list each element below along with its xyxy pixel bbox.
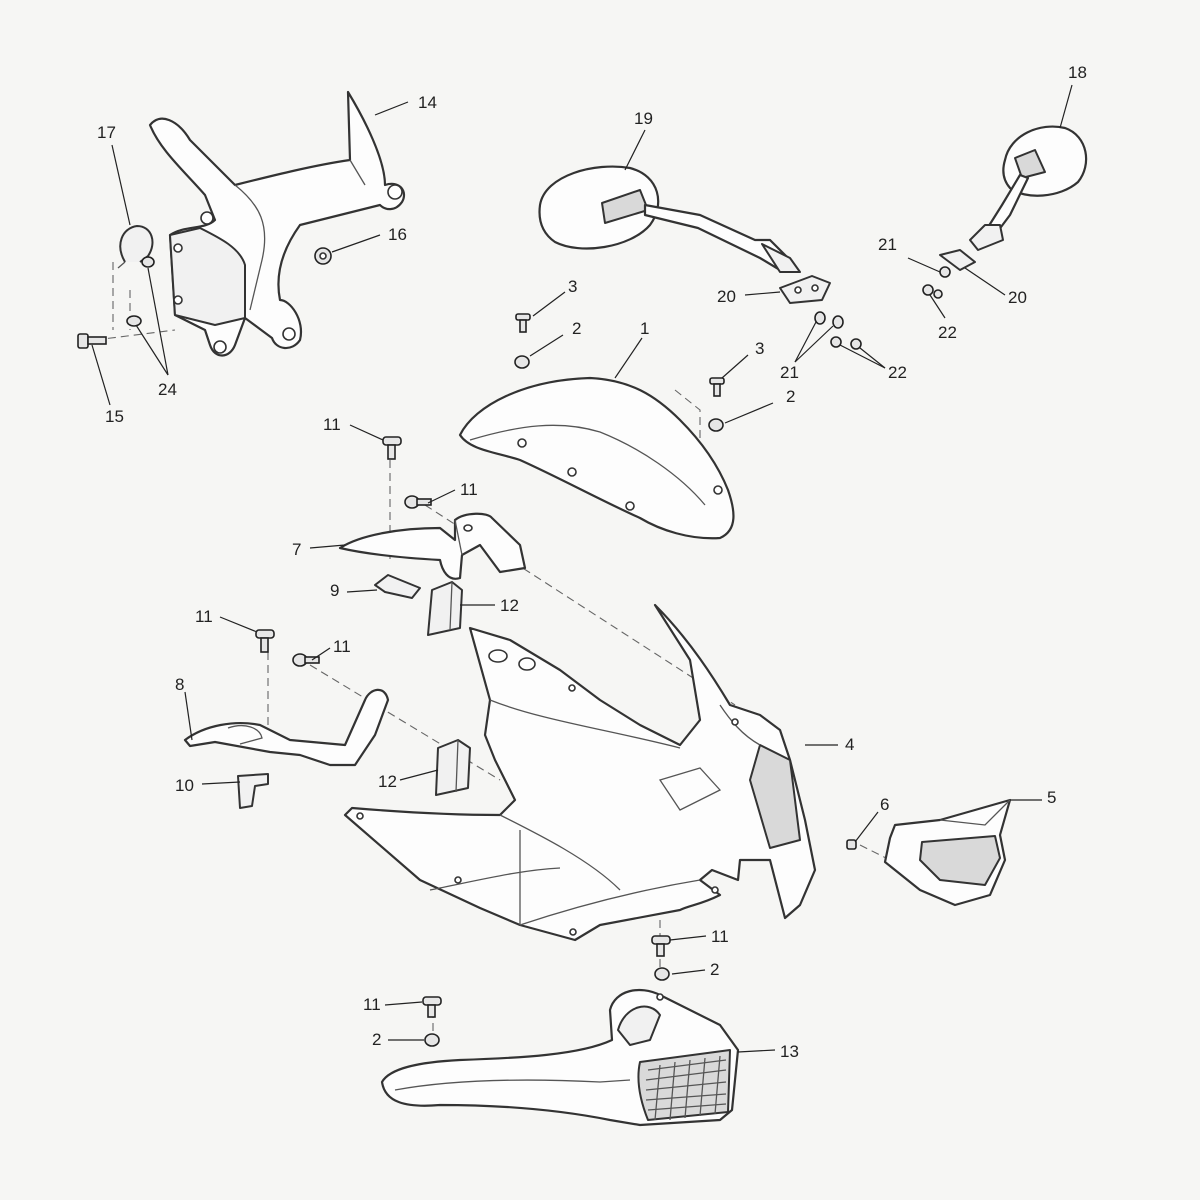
part-20-right-mount-plate [939, 249, 976, 271]
callout-20-right: 20 [1008, 288, 1027, 307]
part-11-2-fasteners-lower-left [422, 996, 442, 1047]
callout-2-windscreen-left: 2 [572, 319, 581, 338]
part-5-air-duct [883, 798, 1012, 907]
part-12-lower-rubber-block [435, 739, 471, 796]
callout-3-right: 3 [755, 339, 764, 358]
callout-12-lower: 12 [378, 772, 397, 791]
part-21-22-right-nuts [922, 266, 951, 299]
callout-2-intake-right: 2 [710, 960, 719, 979]
callout-11-intake-right: 11 [711, 927, 729, 946]
callout-11-lower-panel: 11 [195, 607, 213, 626]
callout-19: 19 [634, 109, 653, 128]
part-11-screws-upper [382, 436, 432, 509]
callout-24: 24 [158, 380, 177, 399]
part-3-screws [515, 313, 725, 397]
callout-6: 6 [880, 795, 889, 814]
callout-14: 14 [418, 93, 437, 112]
part-20-mirror-mount-plate [779, 275, 831, 304]
part-18-right-mirror [969, 125, 1088, 251]
callout-2-intake-left: 2 [372, 1030, 381, 1049]
part-4-front-fairing [343, 603, 817, 942]
callout-4: 4 [845, 735, 854, 754]
callout-18: 18 [1068, 63, 1087, 82]
part-13-air-intake [380, 988, 740, 1127]
part-11-2-fasteners-lower-right [651, 935, 671, 981]
part-8-lower-inner-panel [183, 688, 390, 767]
callout-21-left: 21 [780, 363, 799, 382]
part-9-bracket [374, 574, 421, 599]
part-12-upper-rubber-block [427, 581, 463, 636]
callout-17: 17 [97, 123, 116, 142]
part-19-left-mirror [538, 165, 801, 273]
callout-3-left: 3 [568, 277, 577, 296]
part-11-screws-mid [255, 629, 320, 667]
callout-15: 15 [105, 407, 124, 426]
callout-9: 9 [330, 581, 339, 600]
callout-22-right: 22 [938, 323, 957, 342]
callout-11-mid: 11 [333, 637, 351, 656]
callout-22-left: 22 [888, 363, 907, 382]
callout-1: 1 [640, 319, 649, 338]
leader-lines [91, 84, 1073, 1053]
callout-5: 5 [1047, 788, 1056, 807]
callout-16: 16 [388, 225, 407, 244]
callout-11-top: 11 [323, 415, 341, 434]
callout-7: 7 [292, 540, 301, 559]
callout-10: 10 [175, 776, 194, 795]
callout-21-right: 21 [878, 235, 897, 254]
part-6-clip [846, 839, 857, 850]
part-10-bracket [237, 773, 269, 809]
callout-12-upper: 12 [500, 596, 519, 615]
part-15-bolt [77, 333, 107, 349]
part-16-grommet [314, 247, 332, 265]
part-2-well-nuts [514, 355, 724, 432]
callout-20-left: 20 [717, 287, 736, 306]
callout-labels: 1 2 2 2 2 3 3 4 5 6 7 8 9 10 11 11 11 11… [97, 63, 1087, 1061]
callout-2-windscreen-right: 2 [786, 387, 795, 406]
callout-8: 8 [175, 675, 184, 694]
callout-13: 13 [780, 1042, 799, 1061]
part-1-windscreen [458, 376, 735, 540]
part-21-22-nuts [814, 311, 862, 350]
part-17-spring-clip [117, 225, 154, 269]
part-7-upper-inner-panel [338, 512, 527, 580]
callout-11-intake-left: 11 [363, 995, 381, 1014]
part-14-fairing-bracket [148, 90, 406, 357]
part-24-grommets [126, 256, 155, 327]
callout-11-upper-panel: 11 [460, 480, 478, 499]
